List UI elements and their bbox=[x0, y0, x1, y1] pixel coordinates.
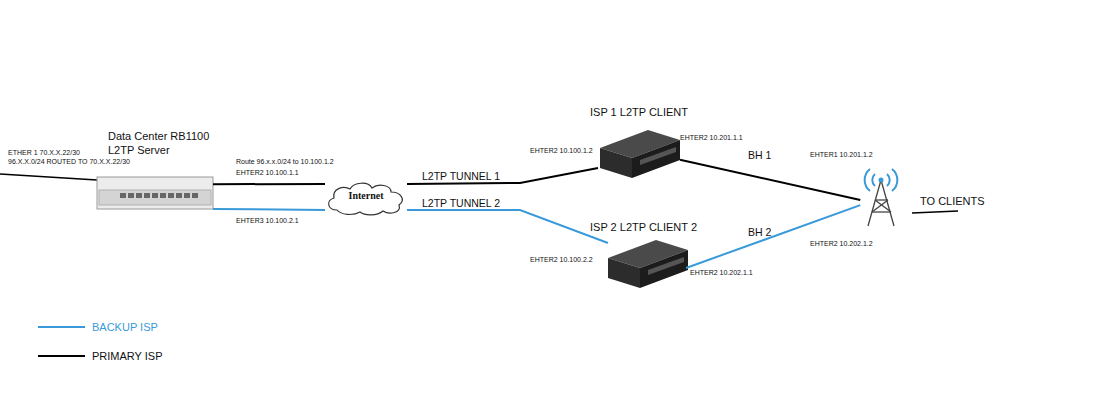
port bbox=[176, 193, 182, 198]
antenna bbox=[879, 178, 884, 183]
interface-label: EHTER2 10.100.1.2 bbox=[530, 147, 593, 154]
tower-brace bbox=[872, 211, 891, 212]
node-heading: Data Center RB1100 L2TP Server bbox=[108, 130, 218, 158]
tunnel-connector bbox=[686, 205, 860, 268]
port bbox=[120, 193, 126, 198]
interface-label: EHTER2 10.100.2.2 bbox=[530, 256, 593, 263]
port bbox=[168, 193, 174, 198]
server-node: Data Center RB1100 L2TP Server bbox=[97, 176, 213, 210]
interface-label: EHTER2 10.202.1.2 bbox=[810, 240, 873, 247]
uplink-wire bbox=[0, 174, 97, 180]
node-heading: Internet bbox=[325, 190, 407, 203]
node-heading: ISP 1 L2TP CLIENT bbox=[590, 106, 688, 120]
node-heading: TO CLIENTS bbox=[920, 195, 985, 209]
tower-brace bbox=[875, 200, 891, 212]
rb1100-device bbox=[97, 177, 213, 209]
router-ports bbox=[648, 257, 684, 275]
tunnel-connector bbox=[213, 208, 325, 211]
tunnel-connector bbox=[680, 160, 860, 200]
tower-brace bbox=[875, 199, 888, 200]
interface-label: EHTER2 10.201.1.1 bbox=[680, 134, 743, 141]
port bbox=[192, 193, 198, 198]
port bbox=[184, 193, 190, 198]
node-heading: ISP 2 L2TP CLIENT 2 bbox=[590, 221, 697, 235]
tunnel-connector bbox=[407, 168, 598, 184]
port bbox=[160, 193, 166, 198]
router-device bbox=[600, 130, 680, 178]
interface-label: EHTER1 10.201.1.2 bbox=[810, 151, 873, 158]
front-panel bbox=[99, 190, 211, 205]
edge-label: BH 2 bbox=[748, 226, 771, 238]
edge-label: L2TP TUNNEL 2 bbox=[422, 197, 500, 209]
interface-label: EHTER2 10.100.1.1 bbox=[236, 169, 299, 176]
router-front bbox=[632, 140, 680, 178]
signal-arc bbox=[887, 174, 890, 186]
signal-arc bbox=[892, 169, 897, 191]
edge-label: BH 1 bbox=[748, 149, 771, 161]
tunnel-connector bbox=[407, 210, 608, 243]
router-node: ISP 1 L2TP CLIENT bbox=[598, 130, 680, 178]
port bbox=[128, 193, 134, 198]
router-side bbox=[600, 148, 632, 178]
interface-label: 96.X.X.0/24 ROUTED TO 70.X.X.22/30 bbox=[8, 158, 130, 165]
router-front bbox=[640, 250, 688, 288]
internet-cloud: Internet bbox=[325, 180, 407, 216]
router-ports bbox=[640, 147, 676, 165]
legend-line bbox=[38, 326, 85, 328]
interface-label: EHTER2 10.202.1.1 bbox=[690, 269, 753, 276]
tower-brace bbox=[872, 200, 888, 212]
tower-node: TO CLIENTS bbox=[858, 168, 904, 226]
router-device bbox=[608, 240, 688, 288]
signal-arc bbox=[865, 169, 870, 191]
tunnel-connector bbox=[213, 183, 325, 185]
port bbox=[152, 193, 158, 198]
interface-label: EHTER3 10.100.2.1 bbox=[236, 217, 299, 224]
edge-label: L2TP TUNNEL 1 bbox=[422, 170, 500, 182]
radio-tower bbox=[865, 169, 898, 226]
router-node: ISP 2 L2TP CLIENT 2 bbox=[608, 240, 686, 290]
legend-text: BACKUP ISP bbox=[92, 321, 158, 333]
port bbox=[136, 193, 142, 198]
legend-line bbox=[38, 355, 85, 357]
interface-label: Route 96.x.x.0/24 to 10.100.1.2 bbox=[236, 158, 334, 165]
signal-arc bbox=[872, 174, 875, 186]
port bbox=[144, 193, 150, 198]
interface-label: ETHER 1 70.X.X.22/30 bbox=[8, 149, 80, 156]
client-wire bbox=[912, 211, 958, 213]
legend-text: PRIMARY ISP bbox=[92, 350, 163, 362]
router-side bbox=[608, 258, 640, 288]
rack-chassis bbox=[97, 177, 213, 209]
